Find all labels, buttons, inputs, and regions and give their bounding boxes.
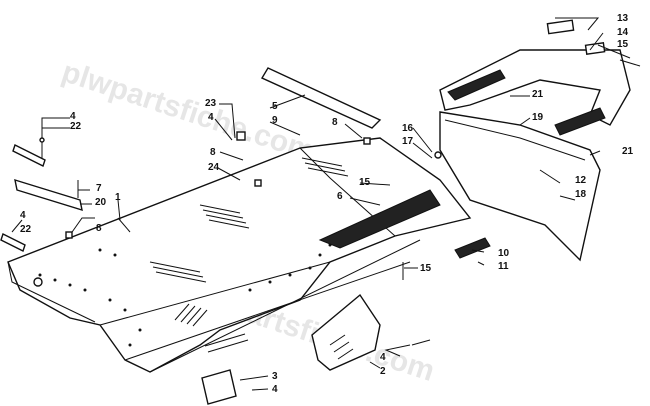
callout-1: 1 (115, 192, 121, 203)
callout-8c: 8 (332, 117, 338, 128)
callout-3: 3 (272, 371, 278, 382)
callout-23: 23 (205, 98, 217, 109)
footrest-bracket (311, 293, 381, 371)
callout-15b: 15 (617, 39, 629, 50)
callout-4c: 4 (208, 112, 214, 123)
callout-4d: 4 (380, 352, 386, 363)
callout-15a: 15 (359, 177, 371, 188)
callout-22b: 22 (20, 224, 32, 235)
reflector-plate (201, 369, 237, 405)
callout-4b: 4 (20, 210, 26, 221)
decal-panel (260, 67, 382, 129)
callout-6: 6 (337, 191, 343, 202)
callout-18: 18 (575, 189, 587, 200)
callout-12: 12 (575, 175, 587, 186)
callout-19: 19 (532, 112, 544, 123)
callout-11: 11 (498, 261, 509, 272)
callout-15c: 15 (420, 263, 432, 274)
side-decal (318, 189, 441, 249)
callout-17: 17 (402, 136, 414, 147)
callout-14: 14 (617, 27, 629, 38)
callout-4a: 4 (70, 111, 76, 122)
callout-13: 13 (617, 13, 629, 24)
callout-20: 20 (95, 197, 107, 208)
callout-7: 7 (96, 183, 102, 194)
hardware-fasteners (39, 59, 641, 346)
mount-bracket (14, 178, 83, 212)
callout-5: 5 (272, 101, 278, 112)
callout-10: 10 (498, 248, 510, 259)
callout-24: 24 (208, 162, 220, 173)
callout-16: 16 (402, 123, 414, 134)
watermark: plwpartsfiche.com (58, 55, 319, 168)
callout-8a: 8 (96, 223, 102, 234)
callout-labels: 4 22 7 20 1 8 4 22 5 9 23 4 8 24 8 15 6 … (20, 13, 634, 395)
callout-2: 2 (380, 366, 386, 377)
leader-lines (11, 17, 631, 391)
callout-21b: 21 (622, 146, 634, 157)
callout-8b: 8 (210, 147, 216, 158)
callout-21a: 21 (532, 89, 544, 100)
snow-flap (439, 111, 601, 262)
callout-4e: 4 (272, 384, 278, 395)
retaining-strip-lower (0, 233, 26, 252)
rivet-pattern (38, 243, 332, 347)
tunnel-assembly (7, 137, 472, 373)
retaining-strip (12, 144, 46, 167)
trim-strip (454, 237, 491, 259)
callout-9: 9 (272, 115, 278, 126)
callout-22a: 22 (70, 121, 82, 132)
